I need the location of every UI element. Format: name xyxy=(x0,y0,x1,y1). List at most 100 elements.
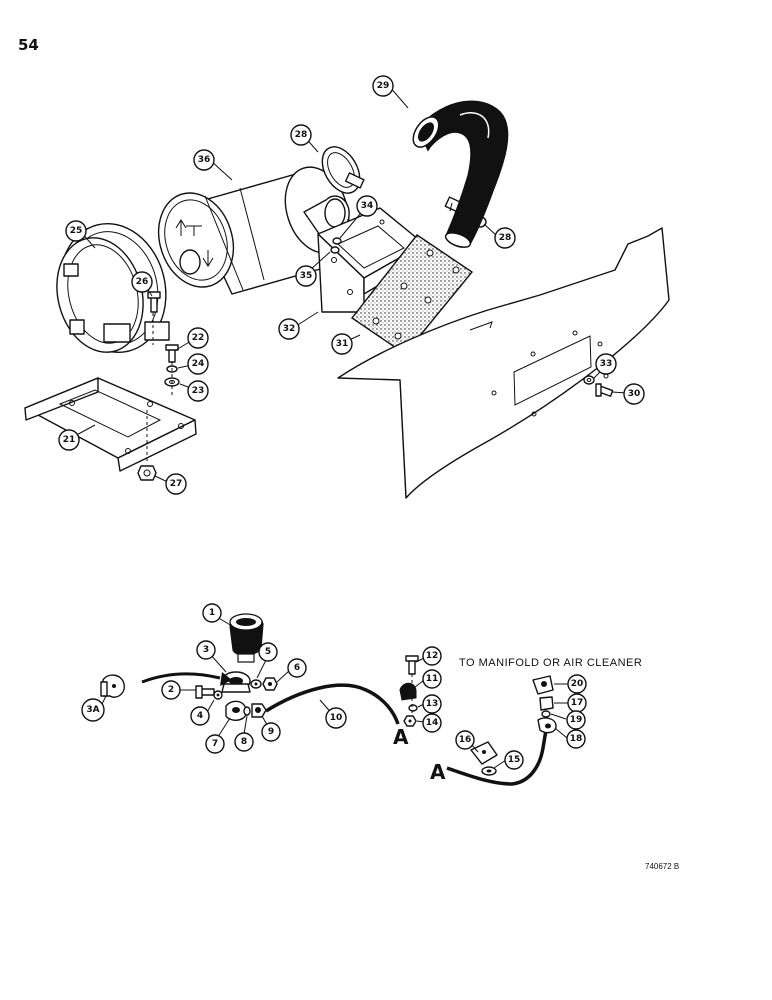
callout-16: 16 xyxy=(455,730,475,750)
svg-text:30: 30 xyxy=(628,389,641,399)
svg-text:3: 3 xyxy=(203,645,209,655)
callout-29: 29 xyxy=(372,75,394,97)
callout-18: 18 xyxy=(566,729,586,749)
connection-marker-a-lower: A xyxy=(430,760,446,784)
callout-8: 8 xyxy=(234,732,254,752)
svg-text:10: 10 xyxy=(330,713,343,723)
callout-9: 9 xyxy=(261,722,281,742)
callout-26: 26 xyxy=(131,271,153,293)
mounting-bracket xyxy=(24,377,197,472)
callout-34: 34 xyxy=(356,195,378,217)
svg-text:32: 32 xyxy=(283,324,296,334)
hose-clamp-upper xyxy=(321,146,365,194)
svg-text:8: 8 xyxy=(241,737,247,747)
callout-31: 31 xyxy=(331,333,353,355)
line-clip xyxy=(470,741,498,776)
svg-text:5: 5 xyxy=(265,647,271,657)
svg-text:29: 29 xyxy=(377,81,390,91)
callout-17: 17 xyxy=(567,693,587,713)
clamp-band xyxy=(56,222,170,354)
manifold-hose xyxy=(446,729,548,786)
callout-20: 20 xyxy=(567,674,587,694)
svg-text:27: 27 xyxy=(170,479,183,489)
drawing-id: 740672 B xyxy=(645,862,680,871)
elbow-hose xyxy=(412,100,509,248)
routing-arrowhead xyxy=(220,672,232,686)
callout-4: 4 xyxy=(190,706,210,726)
svg-text:35: 35 xyxy=(300,271,313,281)
svg-text:26: 26 xyxy=(136,277,149,287)
callout-1: 1 xyxy=(202,603,222,623)
svg-text:28: 28 xyxy=(295,130,308,140)
callout-22: 22 xyxy=(187,327,209,349)
callout-33: 33 xyxy=(595,353,617,375)
svg-text:23: 23 xyxy=(192,386,205,396)
svg-text:7: 7 xyxy=(212,739,218,749)
callout-19: 19 xyxy=(566,710,586,730)
frame-hardware xyxy=(330,237,342,254)
routing-arrow xyxy=(141,672,221,684)
callout-25: 25 xyxy=(65,220,87,242)
svg-text:19: 19 xyxy=(570,715,583,725)
callout-30: 30 xyxy=(623,383,645,405)
svg-text:9: 9 xyxy=(268,727,274,737)
clip-hardware xyxy=(399,655,419,727)
callout-24: 24 xyxy=(187,353,209,375)
callout-28-lower: 28 xyxy=(494,227,516,249)
connection-marker-a-upper: A xyxy=(393,725,409,749)
gasket xyxy=(350,234,474,355)
callout-32: 32 xyxy=(278,318,300,340)
svg-text:17: 17 xyxy=(571,698,584,708)
restriction-indicator xyxy=(229,613,264,663)
adapter-bolt xyxy=(195,685,223,700)
svg-text:25: 25 xyxy=(70,226,83,236)
svg-text:6: 6 xyxy=(294,663,300,673)
svg-text:2: 2 xyxy=(168,685,174,695)
callout-7: 7 xyxy=(205,734,225,754)
air-cleaner-body xyxy=(157,166,350,295)
svg-text:13: 13 xyxy=(426,699,439,709)
svg-text:28: 28 xyxy=(499,233,512,243)
svg-text:3A: 3A xyxy=(86,705,99,715)
manifold-fitting xyxy=(532,675,557,734)
callout-12: 12 xyxy=(422,646,442,666)
callout-3: 3 xyxy=(196,640,216,660)
svg-text:18: 18 xyxy=(570,734,583,744)
callout-35: 35 xyxy=(295,265,317,287)
callout-14: 14 xyxy=(422,713,442,733)
svg-text:34: 34 xyxy=(361,201,374,211)
hose-clip xyxy=(100,674,125,698)
page-number: 54 xyxy=(18,36,39,54)
mount-hardware xyxy=(137,291,180,481)
callout-11: 11 xyxy=(422,669,442,689)
svg-text:1: 1 xyxy=(209,608,215,618)
callout-21: 21 xyxy=(58,429,80,451)
hose-fitting xyxy=(225,700,267,721)
callout-27: 27 xyxy=(165,473,187,495)
body-panel xyxy=(337,227,670,499)
svg-text:15: 15 xyxy=(508,755,521,765)
svg-text:4: 4 xyxy=(197,711,203,721)
callout-36: 36 xyxy=(193,149,215,171)
vacuum-hose xyxy=(265,683,400,725)
svg-text:33: 33 xyxy=(600,359,613,369)
manifold-note: TO MANIFOLD OR AIR CLEANER xyxy=(459,657,643,669)
callout-5: 5 xyxy=(258,642,278,662)
svg-text:22: 22 xyxy=(192,333,205,343)
svg-text:36: 36 xyxy=(198,155,211,165)
svg-text:24: 24 xyxy=(192,359,205,369)
svg-text:21: 21 xyxy=(63,435,76,445)
indicator-adapter xyxy=(221,671,251,693)
callout-3a: 3A xyxy=(81,698,105,722)
callout-10: 10 xyxy=(325,707,347,729)
svg-text:12: 12 xyxy=(426,651,439,661)
svg-text:20: 20 xyxy=(571,679,584,689)
adapter-nut xyxy=(250,677,278,691)
svg-text:11: 11 xyxy=(426,674,439,684)
callout-2: 2 xyxy=(161,680,181,700)
callout-6: 6 xyxy=(287,658,307,678)
svg-text:31: 31 xyxy=(336,339,349,349)
callout-15: 15 xyxy=(504,750,524,770)
callout-28-upper: 28 xyxy=(290,124,312,146)
